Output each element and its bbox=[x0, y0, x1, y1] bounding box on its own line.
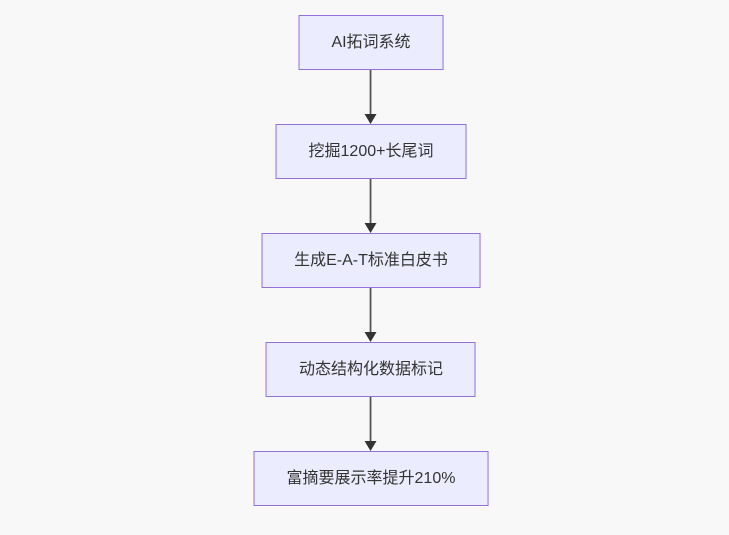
node-rich-snippet-rate-result: 富摘要展示率提升210% bbox=[253, 451, 489, 506]
node-ai-word-expansion-system: AI拓词系统 bbox=[298, 15, 444, 70]
flowchart: AI拓词系统 挖掘1200+长尾词 生成E-A-T标准白皮书 动态结构化数据标记… bbox=[253, 15, 489, 506]
node-eat-whitepaper-generation: 生成E-A-T标准白皮书 bbox=[261, 233, 481, 288]
node-dynamic-structured-data-markup: 动态结构化数据标记 bbox=[265, 342, 476, 397]
arrow-down-icon bbox=[365, 179, 377, 233]
arrow-down-icon bbox=[365, 288, 377, 342]
arrow-down-icon bbox=[365, 397, 377, 451]
arrow-down-icon bbox=[365, 70, 377, 124]
node-longtail-keyword-mining: 挖掘1200+长尾词 bbox=[275, 124, 467, 179]
